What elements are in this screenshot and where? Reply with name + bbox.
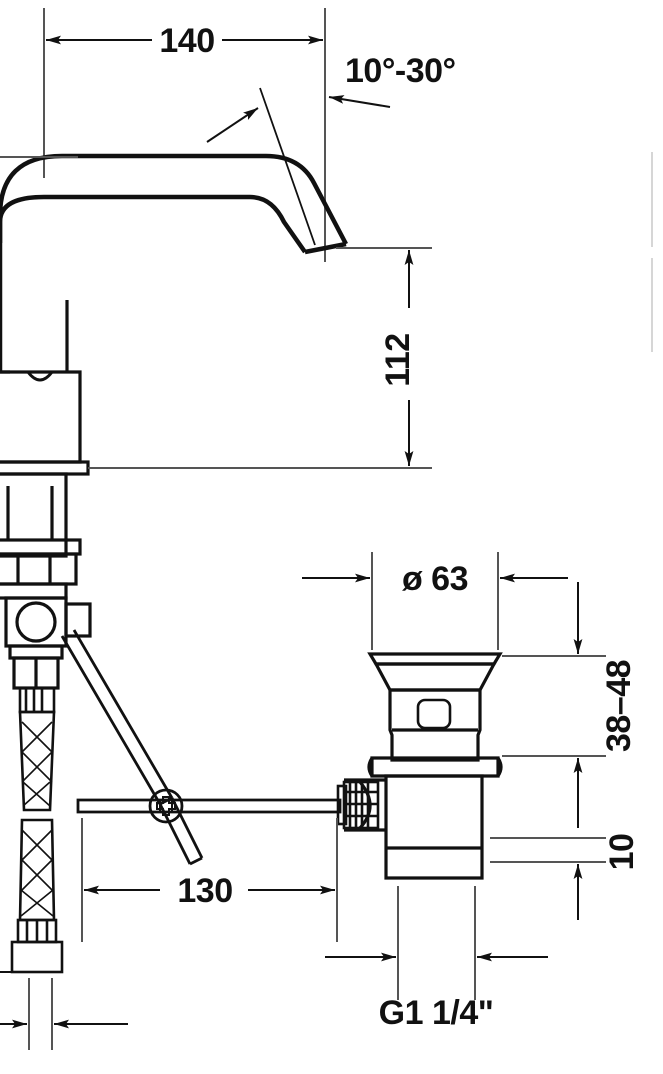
dim-label-drain-diameter: ø 63	[402, 560, 468, 598]
flex-hose-lower	[0, 818, 64, 974]
dimension-spout-angle: 10°-30°	[328, 52, 456, 108]
dim-label-popup-offset: 130	[177, 872, 232, 910]
dimension-hose-diameter	[0, 978, 128, 1050]
dimension-spout-height: 112	[336, 247, 432, 466]
dimension-drain-thread: G1 1/4"	[325, 886, 548, 1032]
inlet-manifold	[4, 596, 92, 690]
dim-label-spout-angle: 10°-30°	[345, 52, 456, 90]
dimension-spout-reach: 140	[43, 8, 326, 262]
dimension-popup-offset: 130	[81, 818, 338, 942]
drain-assembly	[344, 652, 503, 880]
dim-label-drain-thread: G1 1/4"	[379, 994, 494, 1032]
mounting-nut	[0, 552, 78, 600]
escutcheon	[0, 460, 90, 476]
dim-label-spout-height: 112	[379, 333, 417, 386]
dim-label-drain-adjust-range: 38–48	[600, 660, 638, 752]
flex-hose-upper	[18, 686, 56, 812]
spout	[0, 87, 348, 372]
dimension-drain-lower-height: 10	[490, 834, 641, 920]
mounting-shank	[0, 472, 82, 558]
dimension-drain-diameter: ø 63	[302, 552, 568, 650]
drain-adjust-nut	[336, 780, 380, 830]
mixer-body	[0, 300, 82, 464]
pop-up-linkage	[76, 788, 342, 824]
spout-tip-angle-indicator	[206, 107, 259, 143]
dim-label-drain-lower-height: 10	[603, 834, 641, 871]
dimension-drain-adjust-range: 38–48	[502, 582, 638, 828]
dim-label-spout-reach: 140	[159, 22, 214, 60]
